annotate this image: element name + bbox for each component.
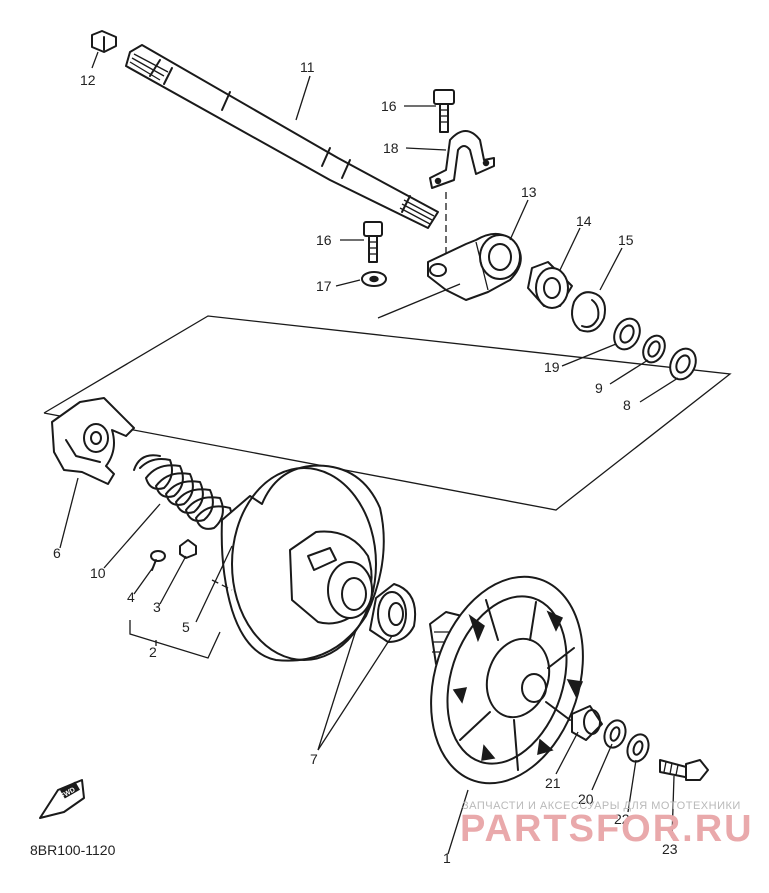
part-2-movable-sheave	[220, 464, 385, 662]
watermark-caption: ЗАПЧАСТИ И АКСЕССУАРЫ ДЛЯ МОТОТЕХНИКИ	[462, 800, 741, 812]
callout-11: 11	[300, 59, 315, 75]
part-1-fixed-sheave	[429, 575, 584, 785]
part-7-collar	[369, 583, 416, 643]
part-13-bearing-housing	[427, 233, 522, 301]
callout-19: 19	[544, 359, 560, 375]
part-16-bolt-upper	[433, 89, 455, 133]
part-14-bearing	[527, 261, 573, 309]
part-12-end-cap	[91, 30, 117, 53]
part-8-washer	[669, 347, 697, 381]
part-6-spider	[51, 397, 135, 485]
callout-15: 15	[618, 232, 634, 248]
callout-4: 4	[127, 589, 135, 605]
watermark-logo: PARTSFOR.RU	[460, 808, 754, 850]
part-18-bracket	[429, 130, 495, 189]
callout-5: 5	[182, 619, 190, 635]
part-15-circlip	[571, 291, 606, 333]
callout-2: 2	[149, 644, 157, 660]
callout-22: 22	[614, 811, 630, 827]
leader-13-base	[377, 283, 461, 319]
callout-13: 13	[521, 184, 537, 200]
callout-1: 1	[443, 850, 451, 866]
fwd-arrow-icon	[39, 779, 85, 819]
callout-8: 8	[623, 397, 631, 413]
callout-16-lower: 16	[316, 232, 332, 248]
drawing-code: 8BR100-1120	[30, 842, 116, 858]
part-21-collar	[571, 705, 603, 741]
callout-21: 21	[545, 775, 561, 791]
part-22-washer	[626, 733, 650, 763]
callout-7: 7	[310, 751, 318, 767]
part-16-bolt-lower	[363, 221, 383, 263]
callout-23: 23	[662, 841, 678, 857]
part-11-shaft	[125, 44, 439, 229]
callout-6: 6	[53, 545, 61, 561]
callout-16-upper: 16	[381, 98, 397, 114]
part-20-washer	[603, 719, 627, 749]
part-9-washer	[642, 334, 666, 364]
callout-18: 18	[383, 140, 399, 156]
callout-14: 14	[576, 213, 592, 229]
part-23-bolt	[659, 759, 709, 781]
callout-3: 3	[153, 599, 161, 615]
callout-20: 20	[578, 791, 594, 807]
callout-12: 12	[80, 72, 96, 88]
callout-9: 9	[595, 380, 603, 396]
part-3-nut	[179, 539, 197, 559]
part-19-washer	[613, 317, 641, 351]
part-10-spring	[133, 454, 233, 537]
assembly-outline	[43, 315, 732, 511]
callout-17: 17	[316, 278, 332, 294]
part-17-washer	[361, 271, 387, 287]
leader-lines	[59, 51, 679, 855]
callout-10: 10	[90, 565, 106, 581]
